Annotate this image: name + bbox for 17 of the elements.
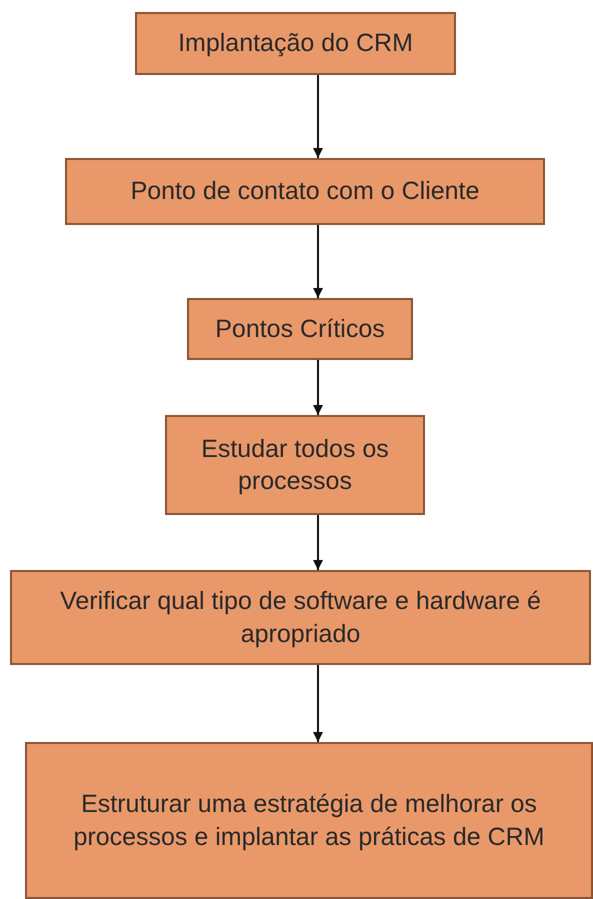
box-label: Pontos Críticos <box>215 314 385 345</box>
arrow <box>313 360 323 415</box>
process-box <box>65 158 545 225</box>
box-label: Estudar todos os processos <box>200 434 390 497</box>
box-label: Estruturar uma estratégia de melhorar os processos e implantar as práticas de CRM <box>72 789 546 852</box>
process-box <box>10 570 591 665</box>
arrow <box>313 225 323 298</box>
box-label: Verificar qual tipo de software e hardware é apropriado <box>59 586 542 650</box>
process-box <box>25 742 593 899</box>
process-box <box>165 415 425 515</box>
process-box <box>187 298 413 360</box>
arrow <box>313 665 323 742</box>
arrow <box>313 75 323 158</box>
box-label: Ponto de contato com o Cliente <box>130 176 480 208</box>
box-label: Implantação do CRM <box>178 28 413 60</box>
process-box <box>135 12 456 75</box>
arrow <box>313 515 323 570</box>
